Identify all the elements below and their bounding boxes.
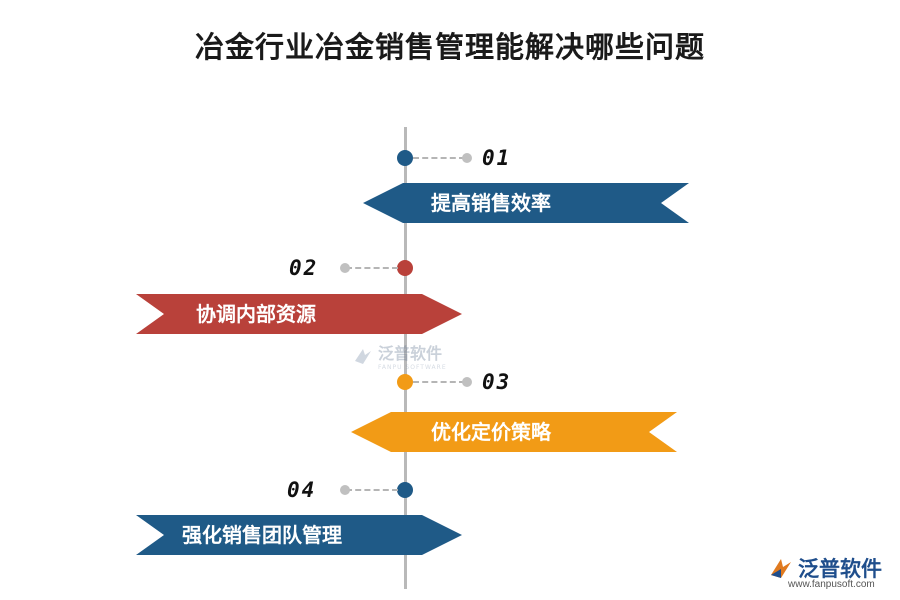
timeline-node-02 [397, 260, 413, 276]
item-label-04: 强化销售团队管理 [182, 523, 342, 547]
connector-01 [413, 157, 465, 159]
item-label-03: 优化定价策略 [431, 420, 551, 444]
watermark-sub: FANPU SOFTWARE [378, 364, 447, 371]
item-label-02: 协调内部资源 [196, 302, 316, 326]
brand-name: 泛普软件 [798, 557, 882, 581]
connector-04 [346, 489, 398, 491]
timeline-node-04 [397, 482, 413, 498]
watermark-logo-icon [355, 348, 371, 364]
item-number-01: 01 [482, 146, 512, 170]
timeline-axis [404, 127, 407, 589]
item-banner-04: 强化销售团队管理 [136, 515, 462, 555]
item-label-01: 提高销售效率 [431, 191, 551, 215]
watermark: 泛普软件 FANPU SOFTWARE [352, 340, 447, 371]
item-banner-03: 优化定价策略 [351, 412, 677, 452]
page-title: 冶金行业冶金销售管理能解决哪些问题 [194, 30, 705, 64]
item-number-02: 02 [289, 256, 319, 280]
item-banner-01: 提高销售效率 [363, 183, 689, 223]
timeline-node-01 [397, 150, 413, 166]
watermark-text: 泛普软件 [378, 344, 443, 363]
brand-url: www.fanpusoft.com [788, 579, 875, 590]
timeline-node-03 [397, 374, 413, 390]
connector-02 [346, 267, 398, 269]
brand-logo-icon [771, 559, 791, 578]
connector-03 [413, 381, 465, 383]
connector-end-03 [462, 377, 472, 387]
item-number-04: 04 [287, 478, 317, 502]
connector-end-04 [340, 485, 350, 495]
item-banner-02: 协调内部资源 [136, 294, 462, 334]
brand-logo: 泛普软件 www.fanpusoft.com [768, 553, 882, 590]
connector-end-01 [462, 153, 472, 163]
item-number-03: 03 [482, 370, 512, 394]
connector-end-02 [340, 263, 350, 273]
